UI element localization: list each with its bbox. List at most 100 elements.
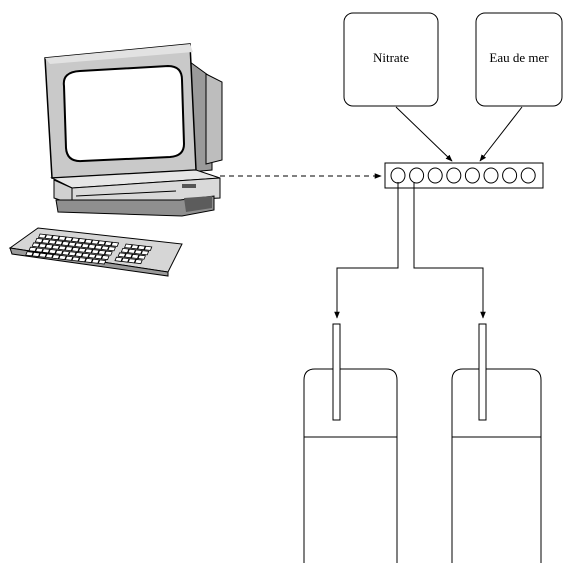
- reservoir-seawater: Eau de mer: [475, 12, 563, 107]
- keyboard-key: [124, 253, 133, 259]
- keyboard-key: [45, 253, 54, 259]
- keyboard-key: [81, 243, 90, 249]
- flow-arrow-seawater: [479, 106, 523, 162]
- keyboard-key: [134, 249, 143, 255]
- keyboard-key: [61, 250, 70, 256]
- keyboard-key: [44, 243, 54, 249]
- keyboard-key: [84, 248, 93, 254]
- keyboard-key: [35, 247, 44, 253]
- keyboard-icon: [8, 227, 183, 277]
- keyboard-key: [107, 246, 116, 252]
- keyboard-key: [84, 238, 93, 244]
- keyboard-key: [64, 236, 73, 242]
- keyboard-key: [74, 252, 84, 258]
- keyboard-key: [58, 245, 67, 251]
- keyboard-key: [87, 243, 97, 250]
- keyboard-key: [121, 257, 130, 263]
- keyboard-key: [91, 258, 100, 264]
- keyboard-key: [71, 237, 80, 243]
- keyboard-key: [104, 250, 113, 256]
- keyboard-key: [64, 246, 74, 252]
- keyboard-key: [130, 244, 140, 250]
- keyboard-key: [58, 254, 67, 260]
- keyboard-key: [77, 247, 87, 253]
- keyboard-key: [31, 251, 41, 257]
- probe-right: [478, 323, 487, 421]
- keyboard-key: [84, 257, 94, 263]
- keyboard-key: [104, 241, 113, 247]
- keyboard-key: [94, 254, 103, 260]
- keyboard-key: [61, 240, 70, 247]
- keyboard-key: [25, 251, 34, 257]
- keyboard-key: [68, 251, 77, 257]
- keyboard-key: [38, 243, 47, 249]
- keyboard-key: [137, 245, 146, 251]
- keyboard-key: [48, 249, 57, 255]
- keyboard-key: [77, 238, 87, 244]
- valve-port: [502, 167, 518, 184]
- keyboard-key: [57, 235, 67, 241]
- keyboard-key: [134, 259, 143, 265]
- reservoir-label-nitrate: Nitrate: [373, 50, 409, 65]
- keyboard-key: [38, 252, 47, 258]
- valve-port: [446, 167, 462, 184]
- keyboard-key: [64, 255, 74, 261]
- keyboard-key: [51, 244, 60, 250]
- keyboard-key: [54, 249, 64, 255]
- keyboard-key: [41, 238, 50, 244]
- reservoir-label-seawater: Eau de mer: [489, 50, 549, 65]
- keyboard-key: [74, 242, 83, 248]
- valve-port: [390, 167, 406, 184]
- keyboard-key: [67, 241, 77, 247]
- multiport-valve: [384, 162, 544, 189]
- keyboard-key: [127, 248, 136, 254]
- keyboard-key: [48, 239, 57, 245]
- keyboard-key: [71, 246, 80, 252]
- keyboard-key: [94, 244, 103, 250]
- tube-left: [334, 182, 399, 319]
- screen: [62, 64, 186, 163]
- valve-port: [483, 167, 499, 184]
- valve-port: [464, 167, 480, 184]
- flow-arrow-nitrate: [395, 106, 453, 162]
- keyboard-key: [140, 250, 150, 256]
- keyboard-key: [91, 249, 100, 255]
- keyboard-key: [51, 254, 61, 260]
- keyboard-key: [41, 248, 51, 254]
- vessel-left: [303, 323, 398, 563]
- keyboard-key: [51, 235, 60, 241]
- keyboard-key: [101, 255, 110, 261]
- keyboard-key: [110, 241, 120, 247]
- keyboard-key: [81, 252, 90, 258]
- keyboard-key: [31, 242, 41, 248]
- tube-right: [413, 182, 486, 319]
- keyboard-key: [44, 234, 54, 240]
- keyboard-key: [100, 245, 110, 251]
- keyboard-key: [120, 247, 130, 254]
- keyboard-key: [130, 253, 140, 259]
- keyboard-key: [124, 243, 133, 249]
- keyboard-key: [28, 246, 37, 252]
- valve-port: [427, 167, 443, 184]
- computer-icon: [44, 43, 223, 217]
- valve-port: [409, 167, 425, 184]
- keyboard-key: [143, 245, 153, 251]
- keyboard-key: [97, 240, 106, 246]
- keyboard-key: [117, 252, 127, 258]
- keyboard-key: [137, 254, 146, 260]
- keyboard-key: [71, 256, 80, 262]
- reservoir-nitrate: Nitrate: [343, 12, 439, 107]
- keyboard-key: [127, 258, 137, 264]
- keyboard-key: [97, 249, 107, 255]
- keyboard-key: [34, 237, 44, 244]
- probe-left: [332, 323, 341, 421]
- vessel-right: [451, 323, 542, 563]
- keyboard-key: [78, 257, 87, 263]
- keyboard-key: [97, 259, 107, 265]
- keyboard-key: [114, 256, 123, 262]
- keyboard-key: [38, 233, 47, 239]
- valve-port: [520, 167, 536, 184]
- keyboard-key: [54, 240, 64, 246]
